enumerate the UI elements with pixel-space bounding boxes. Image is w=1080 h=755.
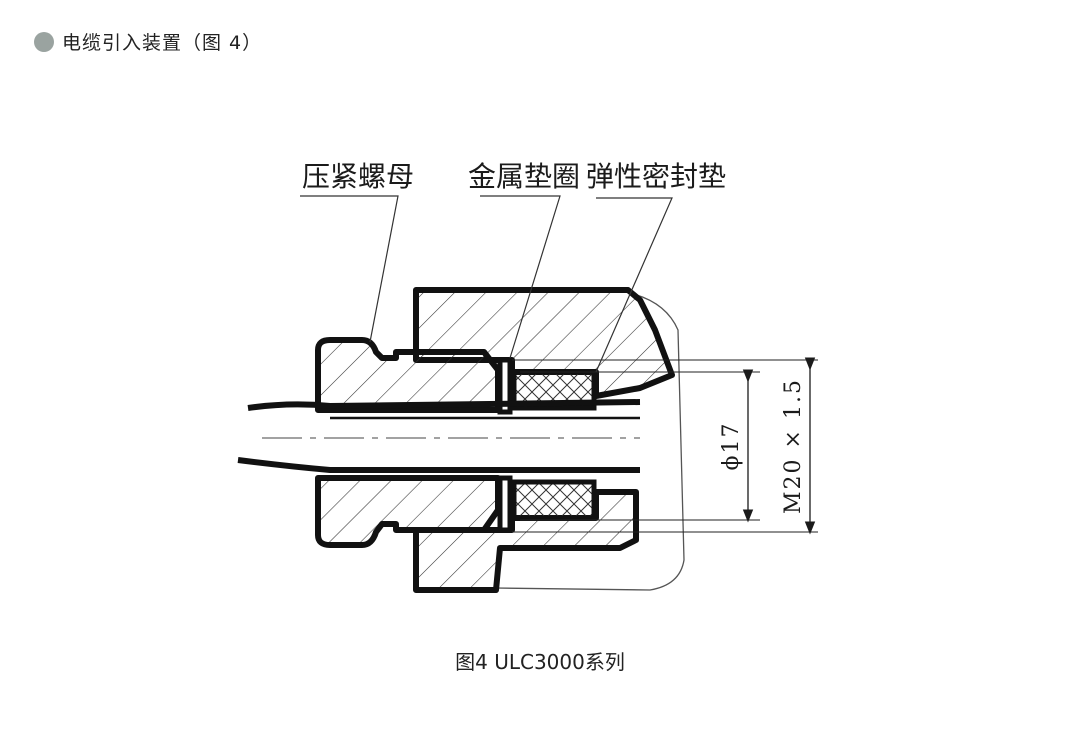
housing-outline: [494, 291, 685, 591]
bullet-icon: [34, 31, 54, 52]
section-header: 电缆引入装置（图 4）: [34, 28, 262, 55]
leader-nut: [300, 195, 399, 343]
label-elastic-seal: 弹性密封垫: [586, 160, 726, 193]
gland-body-upper: [413, 287, 675, 399]
dim-label-thread: M20 × 1.5: [781, 378, 806, 514]
label-metal-washer: 金属垫圈: [468, 160, 580, 193]
elastic-seal-lower: [511, 479, 597, 521]
section-title: 电缆引入装置（图 4）: [62, 32, 263, 54]
metal-washer-lower: [497, 475, 513, 533]
cable-bottom: [237, 457, 640, 473]
leader-seal: [595, 197, 673, 373]
metal-washer-upper: [497, 357, 513, 415]
label-compression-nut: 压紧螺母: [302, 160, 414, 193]
dim-label-inner: ϕ17: [719, 422, 744, 471]
cable-top: [247, 399, 641, 411]
compression-nut-upper: [315, 337, 501, 413]
figure-caption: 图4 ULC3000系列: [455, 650, 625, 674]
leader-washer: [480, 195, 561, 359]
compression-nut-lower: [315, 475, 501, 548]
